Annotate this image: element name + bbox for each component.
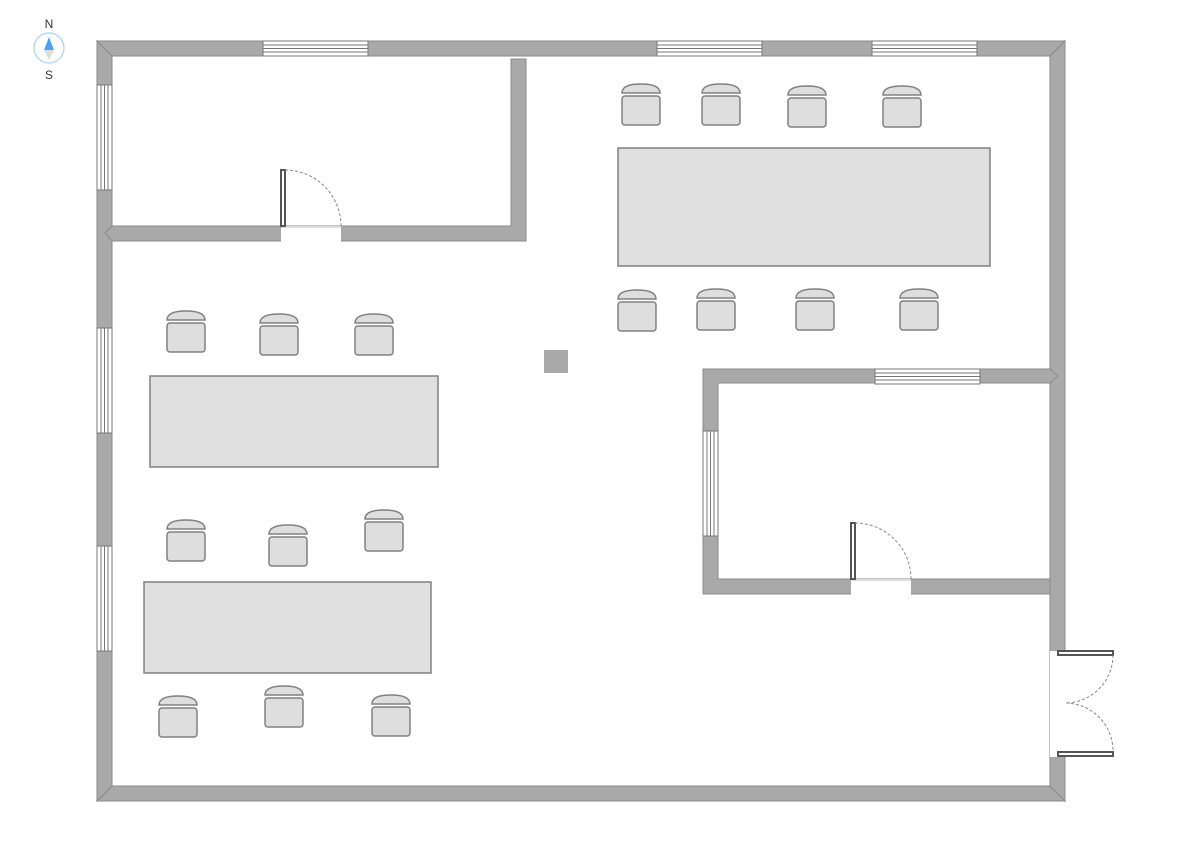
table-left-2	[143, 581, 432, 674]
chair	[787, 85, 827, 128]
window	[262, 40, 369, 57]
chairs	[158, 83, 939, 738]
chair	[268, 524, 308, 567]
door-meeting-room[interactable]	[850, 522, 912, 595]
chair	[696, 288, 736, 331]
compass-north-label: N	[45, 17, 54, 31]
chair	[795, 288, 835, 331]
chair	[364, 509, 404, 552]
chair	[166, 310, 206, 353]
entrance-double-door[interactable]	[1050, 650, 1114, 757]
compass: N S	[33, 17, 65, 82]
window	[874, 368, 981, 385]
chair	[882, 85, 922, 128]
window	[96, 84, 113, 191]
chair	[259, 313, 299, 356]
chair	[264, 685, 304, 728]
window	[871, 40, 978, 57]
chair	[621, 83, 661, 126]
window	[96, 327, 113, 434]
compass-south-needle-icon	[44, 50, 54, 60]
windows	[96, 40, 981, 652]
pillar	[544, 350, 568, 373]
compass-north-needle-icon	[44, 37, 54, 50]
door-top-left-room[interactable]	[280, 169, 342, 242]
chair	[617, 289, 657, 332]
table-left-1	[149, 375, 439, 468]
doors	[280, 169, 1114, 757]
chair	[701, 83, 741, 126]
window	[702, 430, 719, 537]
window	[656, 40, 763, 57]
compass-south-label: S	[45, 68, 53, 82]
table-top-right	[617, 147, 991, 267]
chair	[158, 695, 198, 738]
chair	[354, 313, 394, 356]
chair	[899, 288, 939, 331]
chair	[166, 519, 206, 562]
window	[96, 545, 113, 652]
chair	[371, 694, 411, 737]
